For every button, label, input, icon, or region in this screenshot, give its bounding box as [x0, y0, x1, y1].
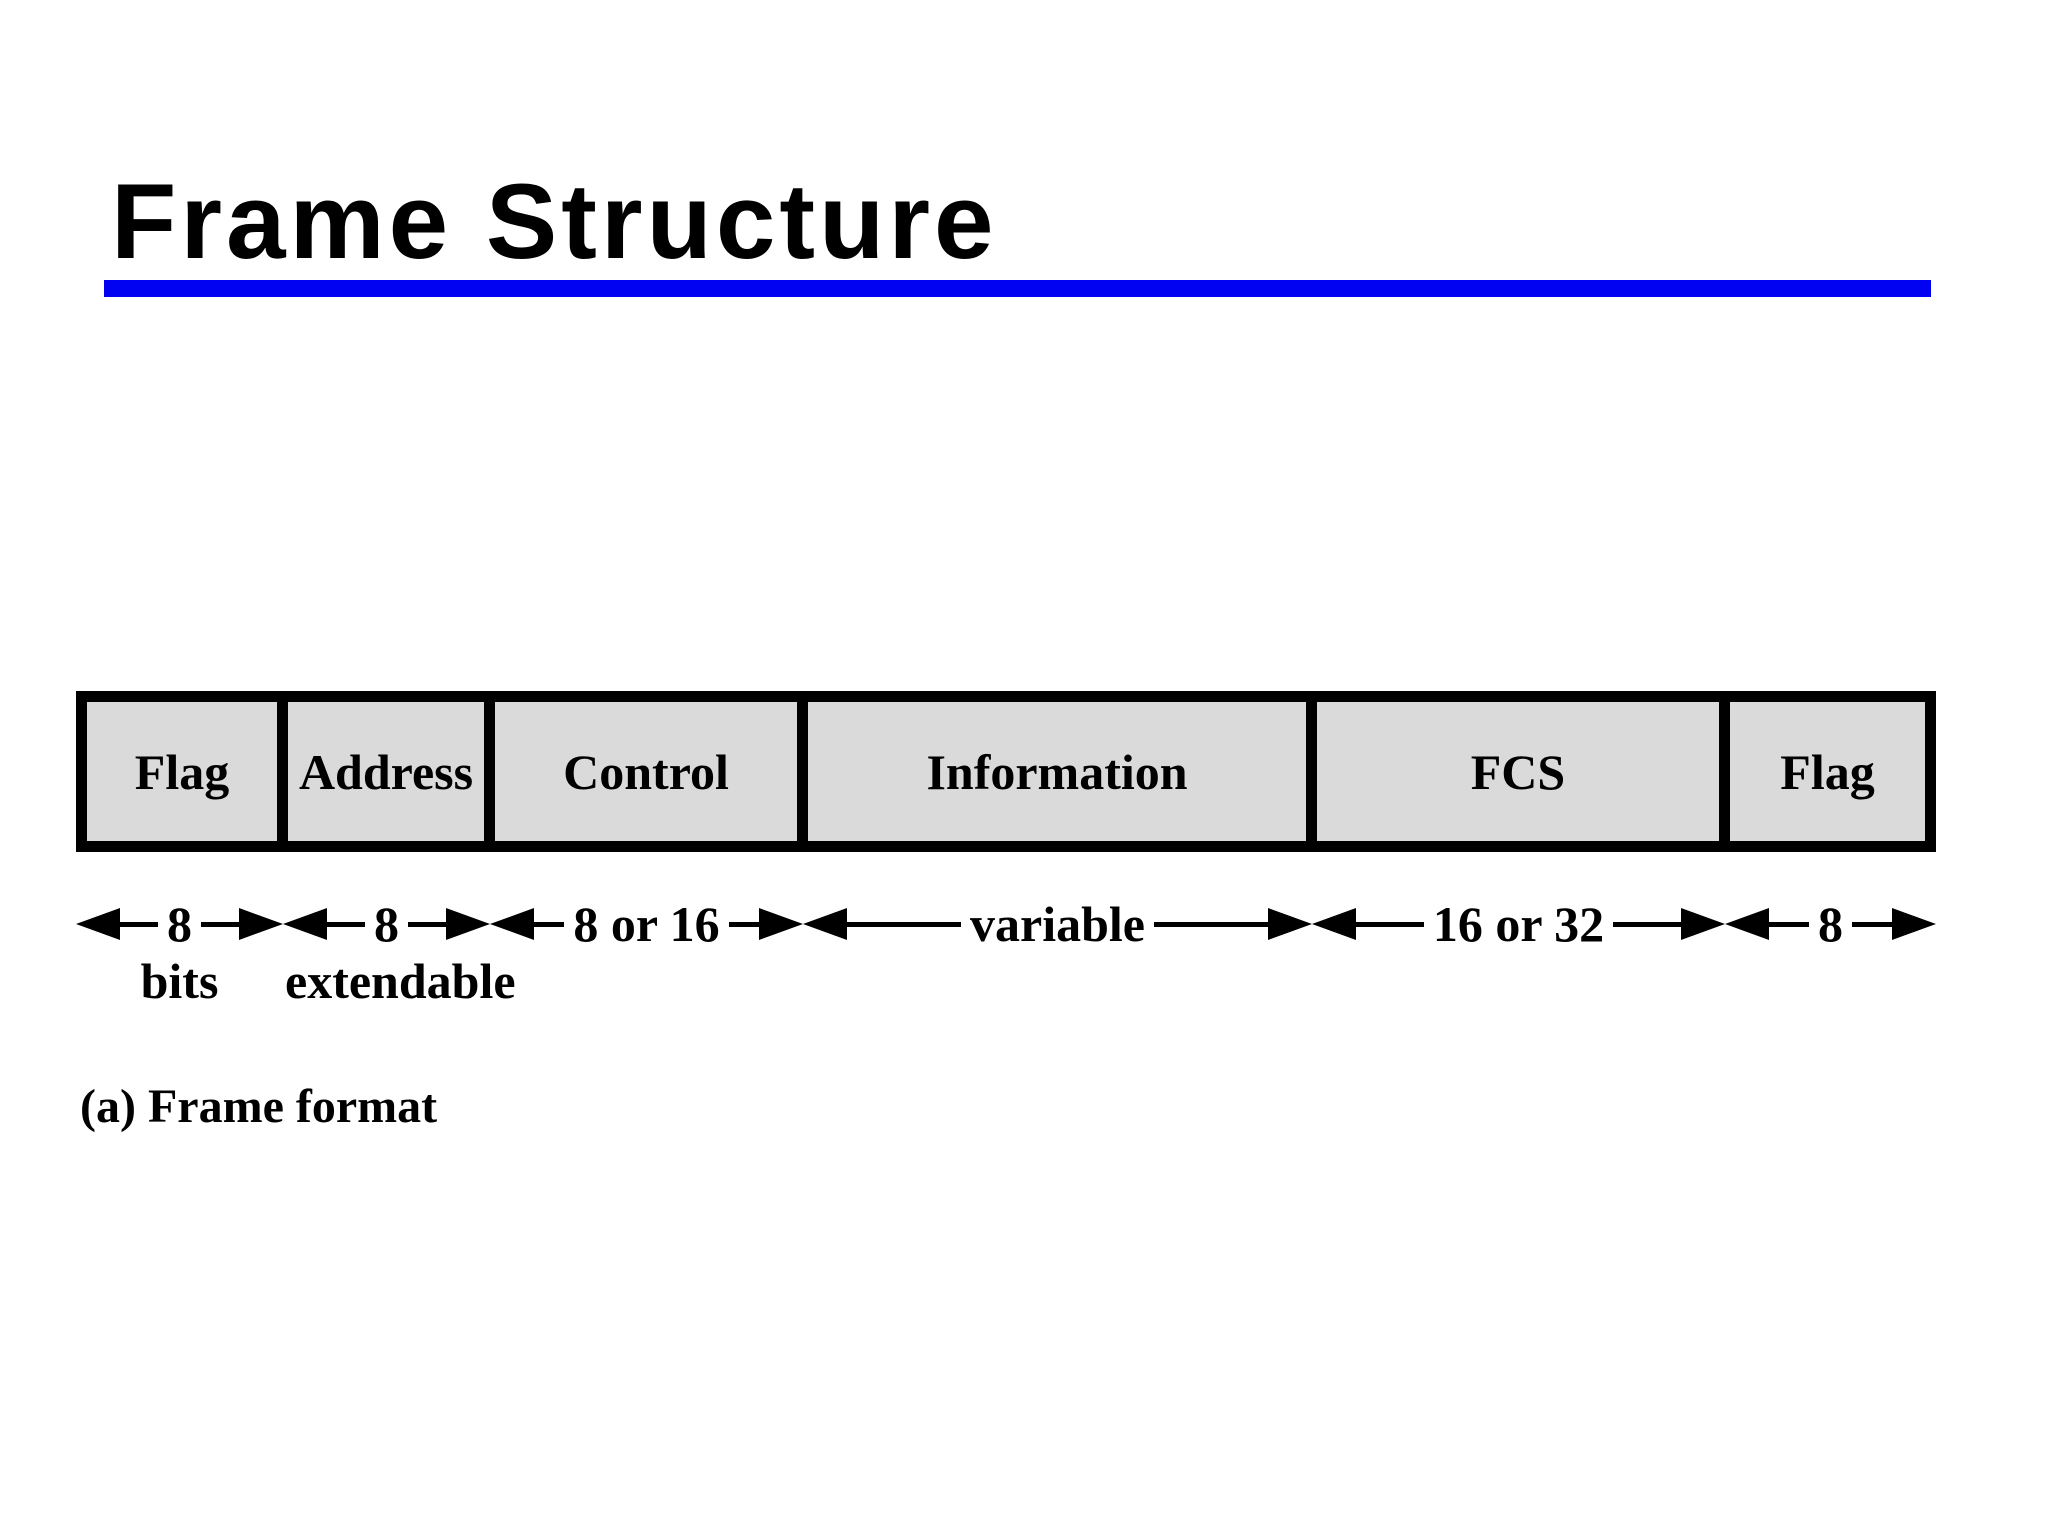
field-box-address: Address — [288, 702, 484, 841]
left-arrowhead-icon — [490, 908, 534, 940]
field-label: Flag — [134, 743, 230, 800]
width-label: 8 — [1818, 896, 1843, 952]
figure-caption: (a) Frame format — [80, 1080, 438, 1133]
page-title: Frame Structure — [111, 161, 998, 281]
arrow-line — [120, 921, 158, 927]
title-underline — [104, 280, 1931, 297]
right-arrowhead-icon — [1268, 908, 1313, 940]
field-box-fcs: FCS — [1317, 702, 1719, 841]
width-segment-address: 8 — [283, 896, 490, 952]
right-arrowhead-icon — [446, 908, 490, 940]
left-arrowhead-icon — [803, 908, 847, 940]
right-arrowhead-icon — [1892, 908, 1936, 940]
width-segment-flag-end: 8 — [1725, 896, 1936, 952]
field-box-flag-end: Flag — [1730, 702, 1925, 841]
arrow-line — [847, 921, 962, 927]
right-arrowhead-icon — [239, 908, 283, 940]
note-bits: bits — [140, 953, 219, 1009]
width-label: 8 — [167, 896, 192, 952]
left-arrowhead-icon — [1725, 908, 1769, 940]
arrow-line — [201, 921, 239, 927]
right-arrowhead-icon — [1681, 908, 1726, 940]
left-arrowhead-icon — [1312, 908, 1356, 940]
field-label: Flag — [1780, 743, 1875, 800]
arrow-line — [1769, 921, 1809, 927]
width-segment-information: variable — [803, 896, 1313, 952]
width-segment-flag-start: 8 — [76, 896, 283, 952]
right-arrowhead-icon — [759, 908, 804, 940]
arrow-line — [1154, 921, 1269, 927]
field-label: Address — [298, 743, 474, 800]
field-box-control: Control — [495, 702, 797, 841]
width-segment-control: 8 or 16 — [490, 896, 804, 952]
width-label: 8 or 16 — [573, 896, 720, 952]
width-segment-fcs: 16 or 32 — [1312, 896, 1726, 952]
note-extendable: extendable — [285, 953, 516, 1009]
arrow-line — [408, 921, 446, 927]
arrow-line — [327, 921, 365, 927]
arrow-line — [728, 921, 760, 927]
width-label: 8 — [374, 896, 399, 952]
field-label: Control — [563, 743, 729, 800]
width-label: variable — [970, 896, 1145, 952]
arrow-line — [1852, 921, 1892, 927]
arrow-line — [534, 921, 565, 927]
left-arrowhead-icon — [283, 908, 327, 940]
width-label: 16 or 32 — [1432, 896, 1605, 952]
arrow-line — [1613, 921, 1682, 927]
left-arrowhead-icon — [76, 908, 120, 940]
field-box-flag-start: Flag — [87, 702, 277, 841]
field-label: FCS — [1470, 743, 1566, 800]
arrow-line — [1356, 921, 1424, 927]
field-label: Information — [926, 743, 1188, 800]
field-box-information: Information — [808, 702, 1306, 841]
frame-format-diagram: Flag Address Control Information FCS Fla… — [76, 691, 1936, 852]
